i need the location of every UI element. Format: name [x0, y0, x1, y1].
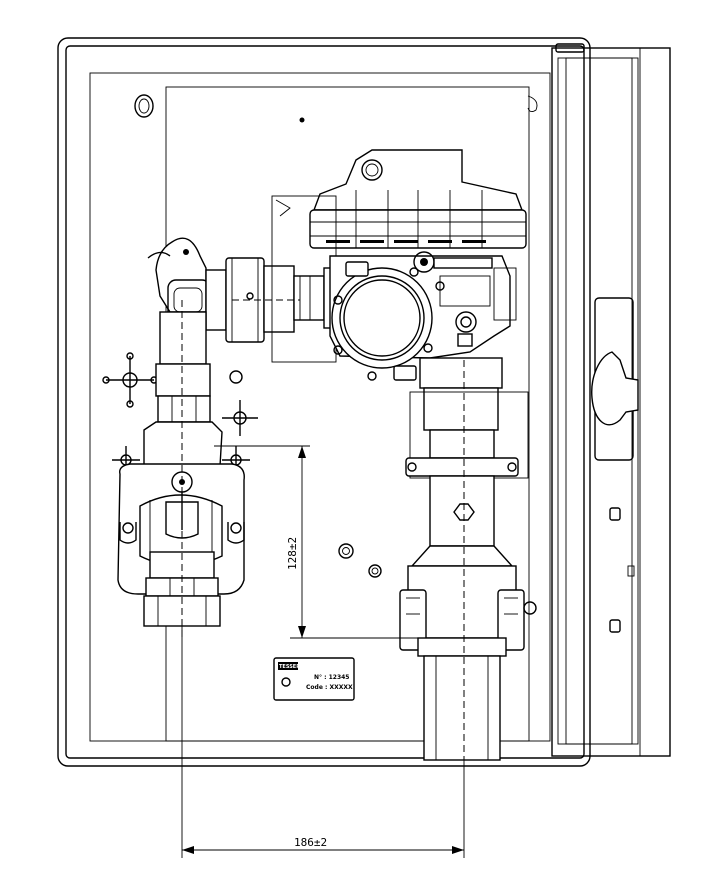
- nameplate-code: Code : XXXXX: [306, 684, 353, 691]
- cabinet-door: [551, 43, 671, 757]
- mounting-holes: [134, 94, 538, 578]
- nameplate-number: N° : 12345: [314, 674, 349, 681]
- centerlines: [181, 299, 465, 760]
- elbow-fitting: [147, 237, 211, 321]
- cabinet-body: [57, 37, 591, 767]
- regulator-body: [271, 195, 517, 381]
- ball-valve-left: [117, 421, 245, 627]
- vertical-pipe-left: [155, 311, 211, 423]
- bracket-left-icon: [102, 352, 158, 408]
- outlet-pipe: [399, 357, 537, 761]
- nameplate-logo: TESSERA: [279, 664, 304, 670]
- nameplate: [273, 657, 355, 701]
- door-hinge-icons: [609, 507, 635, 633]
- vertical-dimension: [214, 445, 420, 639]
- door-lock-handle-icon: [591, 297, 639, 461]
- horizontal-dimension: [181, 626, 465, 858]
- bracket-right-icon: [222, 400, 258, 436]
- horizontal-dimension-label: 186±2: [294, 836, 327, 849]
- vertical-dimension-label: 128±2: [286, 537, 299, 570]
- regulator-head: [309, 149, 527, 249]
